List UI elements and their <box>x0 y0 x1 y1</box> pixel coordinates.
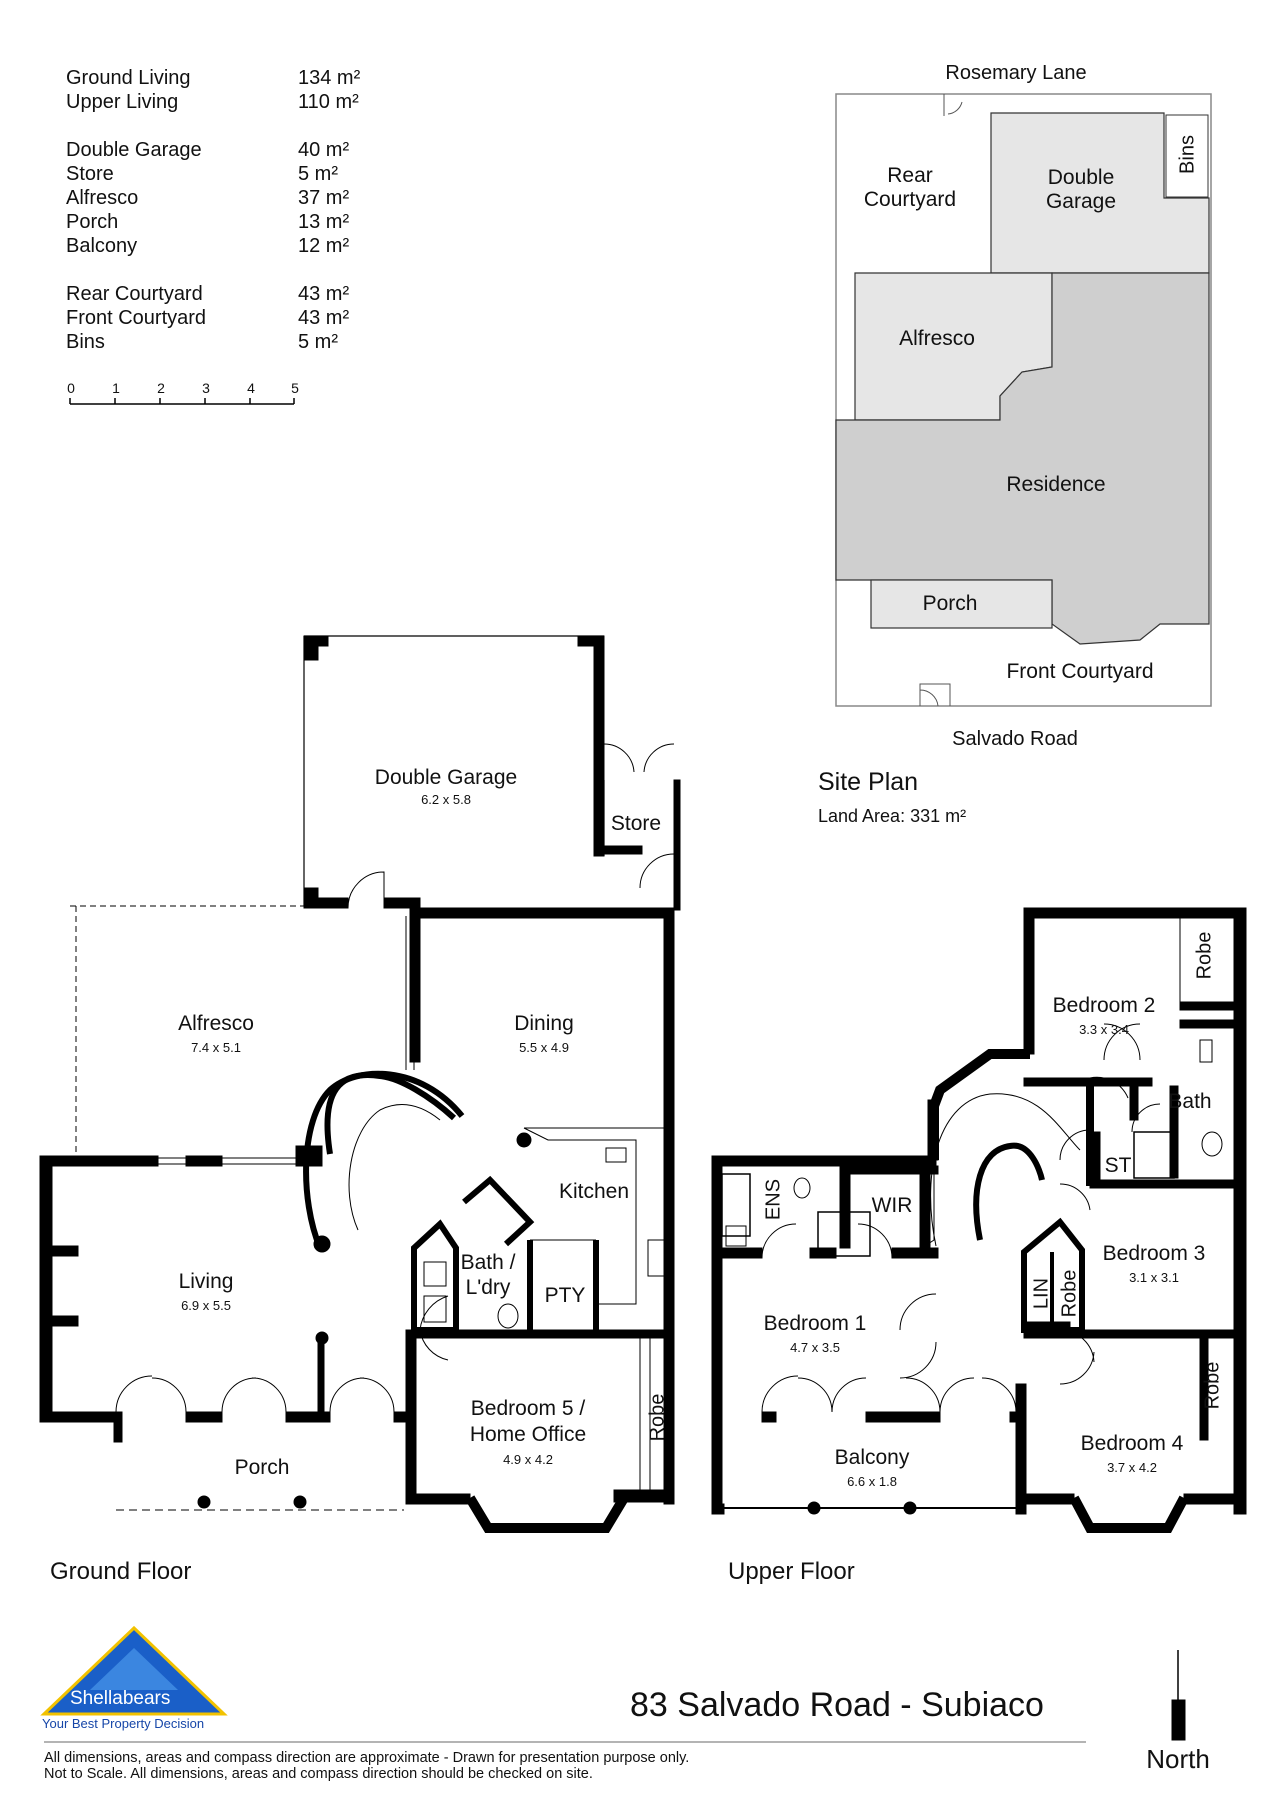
room-porch: Porch <box>234 1456 290 1479</box>
room-bedroom-5-dim: 4.9 x 4.2 <box>503 1452 553 1467</box>
room-living-dim: 6.9 x 5.5 <box>181 1298 231 1313</box>
room-bedroom-2-dim: 3.3 x 3.4 <box>1079 1022 1129 1037</box>
area-name: Porch <box>66 211 119 233</box>
room-linen: LIN <box>1030 1277 1053 1310</box>
room-dining-dim: 5.5 x 4.9 <box>519 1040 569 1055</box>
site-label-residence: Residence <box>1006 473 1106 496</box>
north-arrow <box>1171 1650 1186 1741</box>
street-label-salvado: Salvado Road <box>952 728 1078 750</box>
room-bedroom-5: Bedroom 5 / Home Office <box>469 1397 587 1446</box>
room-living: Living <box>178 1270 234 1293</box>
area-row: Alfresco 37 m² <box>66 186 360 210</box>
room-bedroom-2: Bedroom 2 <box>1052 994 1156 1017</box>
area-row: Ground Living 134 m² <box>66 66 360 90</box>
area-value: 43 m² <box>298 283 350 305</box>
logo-wordmark: Shellabears <box>70 1688 171 1709</box>
site-label-bins: Bins <box>1176 135 1199 174</box>
disclaimer-line-1: All dimensions, areas and compass direct… <box>44 1750 690 1766</box>
site-boundary <box>835 93 1212 707</box>
area-name: Front Courtyard <box>66 307 207 329</box>
area-name: Bins <box>66 331 105 353</box>
room-dining: Dining <box>514 1012 574 1035</box>
room-storage: ST <box>1104 1154 1132 1177</box>
area-value: 5 m² <box>298 163 338 185</box>
room-double-garage: Double Garage <box>374 766 518 789</box>
room-bedroom-4-dim: 3.7 x 4.2 <box>1107 1460 1157 1475</box>
property-address: 83 Salvado Road - Subiaco <box>630 1686 1044 1724</box>
site-label-double-garage: Double Garage <box>1045 166 1117 213</box>
area-row: Store 5 m² <box>66 162 360 186</box>
area-name: Double Garage <box>66 139 202 161</box>
scale-tick: 5 <box>291 380 299 396</box>
upper-floor-title: Upper Floor <box>728 1558 855 1585</box>
ground-floor-walls <box>39 635 681 1533</box>
site-zone-porch <box>870 579 1053 629</box>
area-value: 43 m² <box>298 307 350 329</box>
area-name: Alfresco <box>66 187 139 209</box>
area-row: Front Courtyard 43 m² <box>66 306 360 330</box>
site-label-alfresco: Alfresco <box>899 327 975 350</box>
scale-tick: 0 <box>67 380 75 396</box>
scale-bar <box>69 398 295 405</box>
room-bath-ldry: Bath / L'dry <box>460 1251 516 1299</box>
area-row: Balcony 12 m² <box>66 234 360 258</box>
area-row: Upper Living 110 m² <box>66 90 360 114</box>
shellabears-logo <box>40 1625 228 1716</box>
room-bedroom-3-dim: 3.1 x 3.1 <box>1129 1270 1179 1285</box>
area-schedule: Ground Living 134 m² Upper Living 110 m² D… <box>66 66 360 354</box>
scale-tick: 4 <box>247 380 255 396</box>
room-robe-upper-top: Robe <box>1193 931 1216 980</box>
area-row: Porch 13 m² <box>66 210 360 234</box>
area-name: Store <box>66 163 114 185</box>
room-bedroom-4: Bedroom 4 <box>1080 1432 1184 1455</box>
room-double-garage-dim: 6.2 x 5.8 <box>421 792 471 807</box>
room-balcony: Balcony <box>834 1446 910 1469</box>
area-value: 37 m² <box>298 187 350 209</box>
area-row: Rear Courtyard 43 m² <box>66 282 360 306</box>
scale-tick: 3 <box>202 380 210 396</box>
north-label: North <box>1146 1744 1210 1774</box>
room-bath-upper: Bath <box>1168 1090 1212 1113</box>
area-name: Balcony <box>66 235 138 257</box>
area-row: Bins 5 m² <box>66 330 360 354</box>
room-pantry: PTY <box>544 1284 586 1307</box>
scale-tick: 1 <box>112 380 120 396</box>
site-label-rear-courtyard: Rear Courtyard <box>863 164 957 211</box>
room-kitchen: Kitchen <box>558 1180 630 1203</box>
area-name: Rear Courtyard <box>66 283 203 305</box>
site-label-front-courtyard: Front Courtyard <box>1006 660 1154 683</box>
disclaimer-line-2: Not to Scale. All dimensions, areas and … <box>44 1766 593 1782</box>
logo-tagline: Your Best Property Decision <box>42 1716 205 1731</box>
site-label-porch: Porch <box>922 592 978 615</box>
room-ensuite: ENS <box>762 1178 785 1221</box>
room-store: Store <box>610 812 662 835</box>
room-balcony-dim: 6.6 x 1.8 <box>847 1474 897 1489</box>
area-value: 12 m² <box>298 235 350 257</box>
area-value: 134 m² <box>298 67 361 89</box>
area-value: 110 m² <box>298 91 359 113</box>
area-value: 13 m² <box>298 211 350 233</box>
room-alfresco: Alfresco <box>178 1012 254 1035</box>
street-label-rosemary: Rosemary Lane <box>945 62 1087 84</box>
room-walk-in-robe: WIR <box>871 1194 913 1217</box>
land-area: Land Area: 331 m² <box>818 806 967 826</box>
upper-floor-walls <box>711 907 1247 1533</box>
area-row: Double Garage 40 m² <box>66 138 360 162</box>
room-robe-upper-mid: Robe <box>1058 1269 1081 1318</box>
room-robe-ground: Robe <box>646 1393 669 1442</box>
area-value: 40 m² <box>298 139 350 161</box>
room-bedroom-1: Bedroom 1 <box>763 1312 867 1335</box>
room-bedroom-3: Bedroom 3 <box>1102 1242 1206 1265</box>
area-name: Upper Living <box>66 91 179 113</box>
area-value: 5 m² <box>298 331 338 353</box>
room-alfresco-dim: 7.4 x 5.1 <box>191 1040 241 1055</box>
ground-floor-title: Ground Floor <box>50 1558 192 1585</box>
scale-tick: 2 <box>157 380 165 396</box>
site-plan <box>835 93 1212 707</box>
room-robe-upper-right: Robe <box>1201 1361 1224 1410</box>
area-name: Ground Living <box>66 67 191 89</box>
site-plan-title: Site Plan <box>818 768 919 796</box>
room-bedroom-1-dim: 4.7 x 3.5 <box>790 1340 840 1355</box>
